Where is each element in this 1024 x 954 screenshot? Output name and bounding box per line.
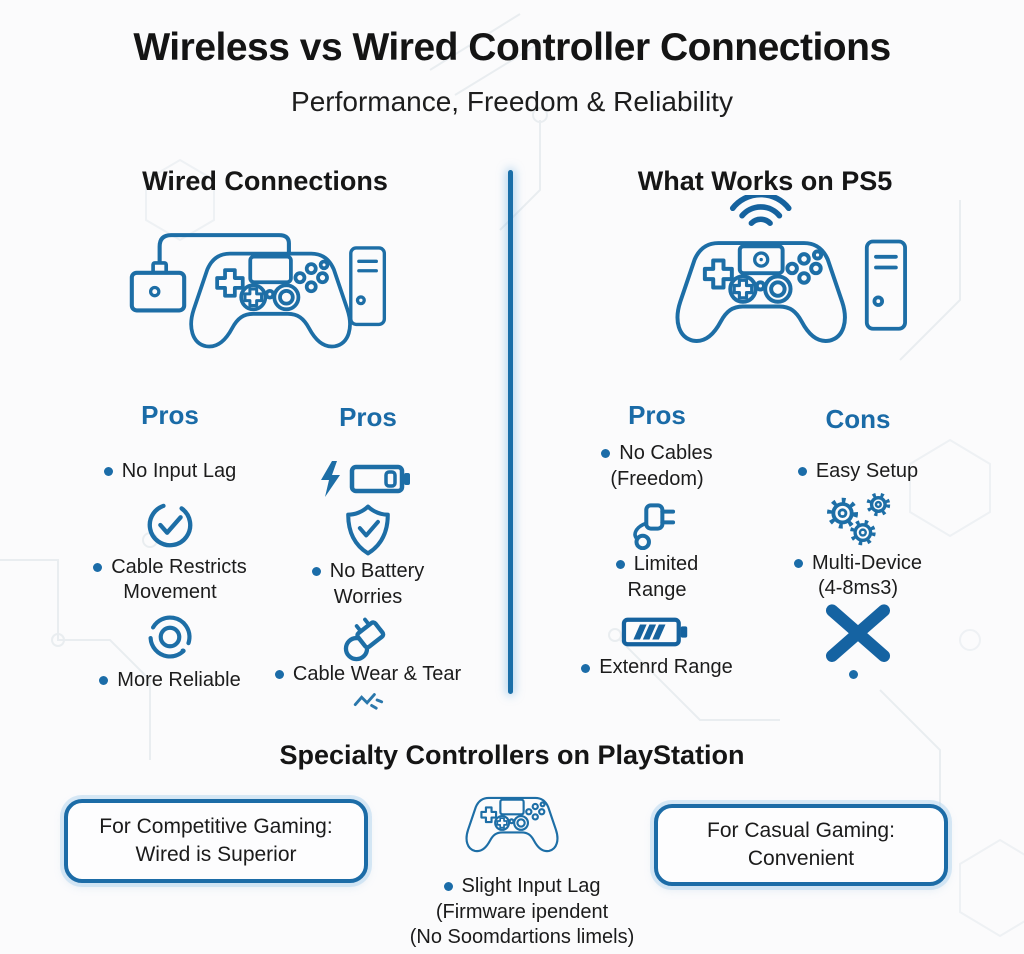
charged-battery-icon [619,615,695,649]
list-item: Multi-Device (4-8ms3) [793,551,923,602]
item-text: No Battery [329,560,425,582]
callout-text: For Casual Gaming: [707,818,895,842]
item-text: Cable Restricts [111,555,247,578]
note-text: Slight Input Lag [461,875,601,897]
callout-text-line2: Wired is Superior [135,843,297,866]
shield-check-icon [342,503,394,557]
list-item: Cable Restricts Movement [93,555,247,606]
list-item: Cable Wear & Tear [274,662,462,688]
list-item: Easy Setup [797,459,919,485]
item-text: No Input Lag [121,460,237,482]
note-text-line2: (Firmware ipendent [435,900,609,923]
bullet-icon [615,560,625,570]
bullet-icon [99,676,109,686]
item-text: More Reliable [117,668,241,691]
wifi-icon [729,195,792,226]
item-text-line2: Range [627,578,687,601]
wired-section-heading: Wired Connections [142,166,388,196]
wireless-controller-illustration [675,195,907,343]
casual-gaming-callout: For Casual Gaming: Convenient [654,804,948,886]
column-header: Pros [339,402,397,432]
item-text: No Cables [619,442,713,464]
callout-text-line2: Convenient [747,847,855,870]
note-text-line3: (No Soomdartions limels) [409,926,635,949]
wireless-cons-column: Cons Easy Setup [748,404,968,679]
list-item: No Cables (Freedom) [601,441,713,492]
page-subtitle: Performance, Freedom & Reliability [291,86,733,117]
x-mark-icon [812,604,904,664]
wired-controller-illustration [129,233,387,349]
list-item: No Battery Worries [311,559,425,610]
list-item: No Input Lag [103,459,237,485]
bullet-icon [274,670,284,680]
competitive-gaming-callout: For Competitive Gaming: Wired is Superio… [64,799,368,883]
column-header: Pros [628,400,686,430]
frayed-wire-icon [351,690,385,710]
bullet-icon [103,467,113,477]
center-note: Slight Input Lag (Firmware ipendent (No … [392,874,652,951]
check-circle-icon [144,499,196,551]
item-text-line2: Movement [123,581,217,604]
bolt-battery-icon [316,459,420,499]
column-header: Cons [825,404,891,434]
list-item: More Reliable [99,668,241,694]
gears-icon [816,489,900,549]
bullet-icon [581,663,591,673]
list-item: Limited Range [615,552,699,603]
bullet-icon [793,558,803,568]
item-text: Easy Setup [815,460,919,482]
bullet-icon [443,882,453,892]
specialty-controller-icon [465,796,559,853]
callout-text: For Competitive Gaming: [99,814,333,838]
bullet-icon [797,467,807,477]
item-text: Cable Wear & Tear [292,663,462,686]
list-item: Extenrd Range [581,655,733,681]
bullet-icon [849,669,858,679]
wired-pros-column-1: Pros No Input Lag Cable Restricts Moveme… [60,400,280,693]
power-plug-icon [627,500,687,551]
bullet-icon [93,562,103,572]
item-text: Limited [633,553,699,576]
column-header: Pros [141,400,199,430]
vertical-divider [508,170,513,694]
item-text-line2: (4-8ms3) [817,577,898,600]
reliability-target-icon [145,612,195,662]
item-text-line2: (Freedom) [610,467,704,490]
usb-plug-icon [339,616,397,662]
item-text: Extenrd Range [599,656,733,679]
ps5-section-heading: What Works on PS5 [637,166,893,196]
bullet-icon [601,449,611,459]
list-item [849,669,867,679]
bullet-icon [311,567,321,577]
bottom-section-heading: Specialty Controllers on PlayStation [279,740,745,770]
wired-pros-column-2: Pros No Battery Worries [258,402,478,710]
item-text: Multi-Device [811,551,923,574]
wireless-pros-column: Pros No Cables (Freedom) Limited Range [547,400,767,681]
page-title: Wireless vs Wired Controller Connections [133,26,891,69]
item-text-line2: Worries [333,585,403,608]
